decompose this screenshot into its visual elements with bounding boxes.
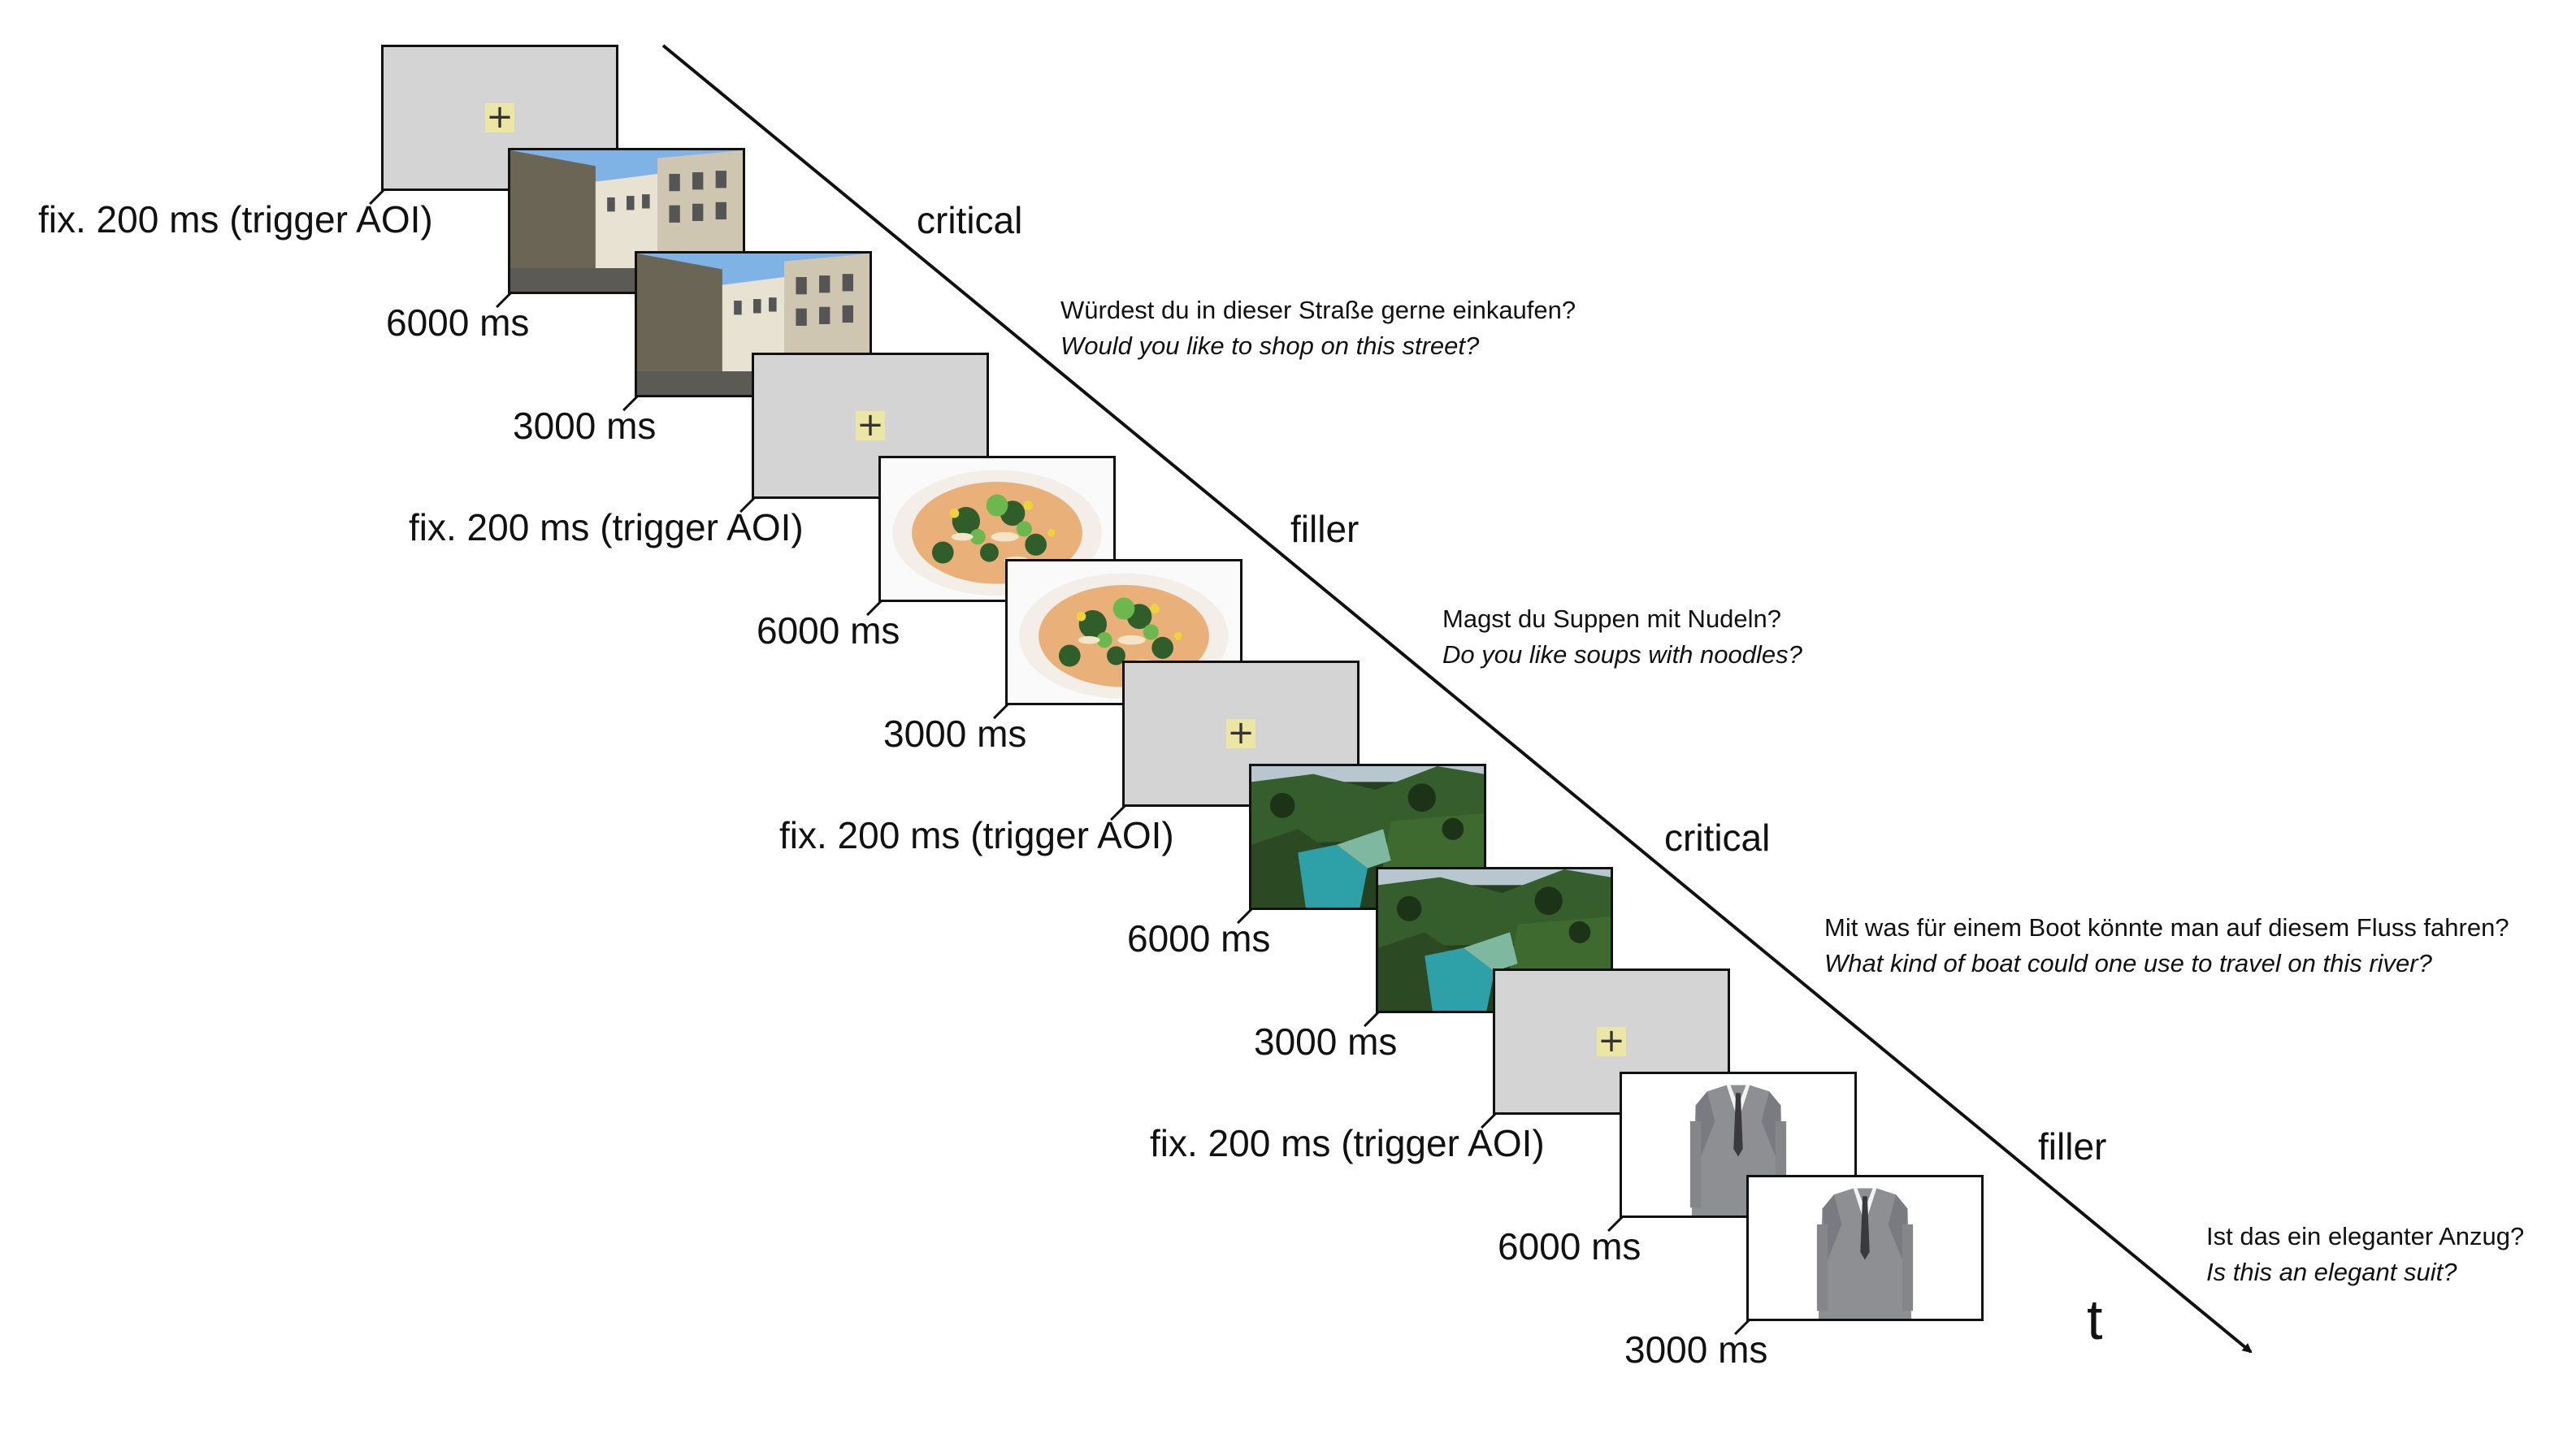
question-english: Do you like soups with noodles? <box>1442 640 1802 669</box>
stimulus-image-screen <box>878 456 1116 602</box>
condition-label: critical <box>1664 817 1771 859</box>
screen-duration-label: 3000 ms <box>1624 1328 1768 1371</box>
fixation-cross-icon: + <box>1597 1022 1626 1060</box>
fixation-cross-icon: + <box>1226 714 1255 752</box>
fixation-cross-icon: + <box>485 98 514 136</box>
fixation-duration-label: fix. 200 ms (trigger AOI) <box>38 198 433 240</box>
condition-label: filler <box>1290 508 1360 550</box>
screen-duration-label: 6000 ms <box>1498 1225 1641 1268</box>
suit-photo <box>1749 1177 1981 1319</box>
question-german: Magst du Suppen mit Nudeln? <box>1442 604 1782 633</box>
question-text: Würdest du in dieser Straße gerne einkau… <box>1060 292 1576 364</box>
fixation-duration-label: fix. 200 ms (trigger AOI) <box>779 814 1174 856</box>
screen-duration-label: 6000 ms <box>1127 917 1271 960</box>
question-text: Ist das ein eleganter Anzug? Is this an e… <box>2206 1219 2524 1290</box>
question-english: What kind of boat could one use to trave… <box>1824 949 2432 977</box>
noodle-soup-photo <box>881 458 1113 600</box>
question-german: Mit was für einem Boot könnte man auf di… <box>1824 913 2509 942</box>
time-axis-label: t <box>2087 1288 2103 1351</box>
question-english: Is this an elegant suit? <box>2206 1258 2457 1286</box>
screen-duration-label: 3000 ms <box>1254 1020 1398 1063</box>
question-english: Would you like to shop on this street? <box>1060 332 1480 360</box>
question-german: Würdest du in dieser Straße gerne einkau… <box>1060 296 1576 324</box>
screen-duration-label: 6000 ms <box>757 609 900 652</box>
question-text: Magst du Suppen mit Nudeln? Do you like s… <box>1442 601 1802 673</box>
screen-duration-label: 3000 ms <box>513 405 657 447</box>
stimulus-image-screen <box>1249 764 1486 910</box>
fixation-duration-label: fix. 200 ms (trigger AOI) <box>409 506 804 548</box>
fixation-duration-label: fix. 200 ms (trigger AOI) <box>1150 1122 1545 1164</box>
question-text: Mit was für einem Boot könnte man auf di… <box>1824 910 2509 982</box>
condition-label: critical <box>917 199 1023 241</box>
river-photo <box>1251 766 1484 908</box>
condition-label: filler <box>2038 1125 2107 1168</box>
screen-duration-label: 3000 ms <box>883 713 1027 755</box>
question-german: Ist das ein eleganter Anzug? <box>2206 1222 2525 1250</box>
screen-duration-label: 6000 ms <box>386 301 530 344</box>
question-image-screen <box>1746 1175 1984 1321</box>
fixation-cross-icon: + <box>856 406 885 444</box>
